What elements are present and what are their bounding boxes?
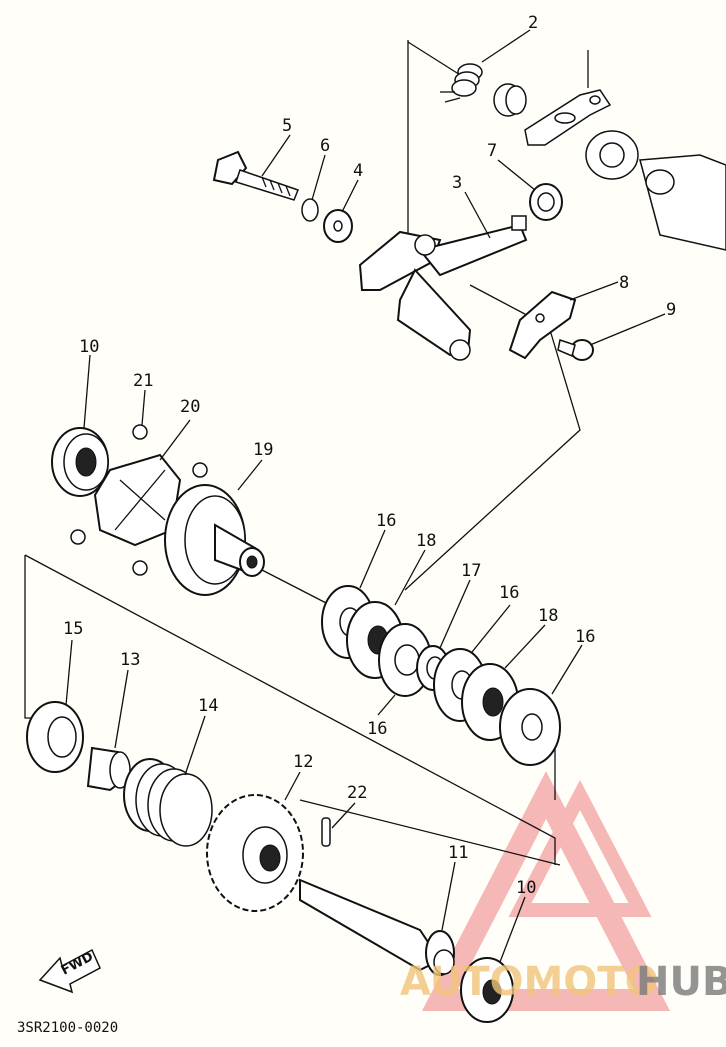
part-shift-arm-3 — [358, 215, 528, 361]
part-collar — [493, 83, 527, 117]
callout-16-d: 16 — [367, 719, 387, 739]
part-bolt-5 — [212, 150, 299, 201]
part-housing — [585, 130, 726, 251]
callout-17: 17 — [461, 561, 481, 581]
part-bracket-8 — [508, 290, 577, 360]
callout-5: 5 — [282, 116, 292, 136]
watermark-text: AUTOMOTO HUB — [400, 959, 726, 1005]
callout-10-top: 10 — [79, 337, 99, 357]
part-seal-7 — [529, 183, 563, 221]
callout-22: 22 — [347, 783, 367, 803]
callout-16-c: 16 — [575, 627, 595, 647]
callout-labels: 2 3 4 5 6 7 8 9 10 21 20 19 16 18 17 16 … — [63, 13, 676, 898]
part-gear-12 — [206, 794, 304, 912]
part-cam-20 — [93, 453, 182, 547]
callout-13: 13 — [120, 650, 140, 670]
callout-14: 14 — [198, 696, 218, 716]
callout-2: 2 — [528, 13, 538, 33]
part-lever-plate — [524, 50, 612, 146]
callout-18-b: 18 — [538, 606, 558, 626]
callout-20: 20 — [180, 397, 200, 417]
callout-16-a: 16 — [376, 511, 396, 531]
callout-6: 6 — [320, 136, 330, 156]
part-bearing-10b — [460, 957, 514, 1023]
part-pin-22 — [321, 817, 331, 847]
fwd-arrow-icon: FWD — [38, 948, 101, 994]
axis-lines — [24, 40, 581, 866]
callout-leaders — [65, 29, 666, 963]
callout-12: 12 — [293, 752, 313, 772]
callout-21: 21 — [133, 371, 153, 391]
part-screw-9 — [557, 339, 594, 361]
part-washer-4 — [323, 209, 353, 243]
callout-10-bottom: 10 — [516, 878, 536, 898]
part-spring-14 — [123, 758, 213, 847]
callout-15: 15 — [63, 619, 83, 639]
watermark-logo — [421, 771, 671, 1011]
callout-19: 19 — [253, 440, 273, 460]
callout-4: 4 — [353, 161, 363, 181]
figure-code: 3SR2100-0020 — [17, 1020, 118, 1036]
part-bearing-10a — [51, 427, 109, 497]
part-clip-6 — [301, 198, 319, 222]
part-disc-16d — [499, 688, 561, 766]
callout-18-a: 18 — [416, 531, 436, 551]
callout-9: 9 — [666, 300, 676, 320]
callout-16-b: 16 — [499, 583, 519, 603]
part-spring-2 — [440, 63, 483, 103]
callout-11: 11 — [448, 843, 468, 863]
callout-3: 3 — [452, 173, 462, 193]
callout-8: 8 — [619, 273, 629, 293]
callout-7: 7 — [487, 141, 497, 161]
part-shaft-11 — [299, 878, 455, 976]
watermark-part2: HUB — [636, 959, 726, 1005]
part-balls-21 — [70, 424, 208, 576]
part-seal-15 — [26, 701, 84, 773]
watermark-part1: AUTOMOTO — [400, 959, 659, 1005]
part-hub-19 — [164, 484, 265, 596]
part-collar-13 — [86, 746, 132, 792]
